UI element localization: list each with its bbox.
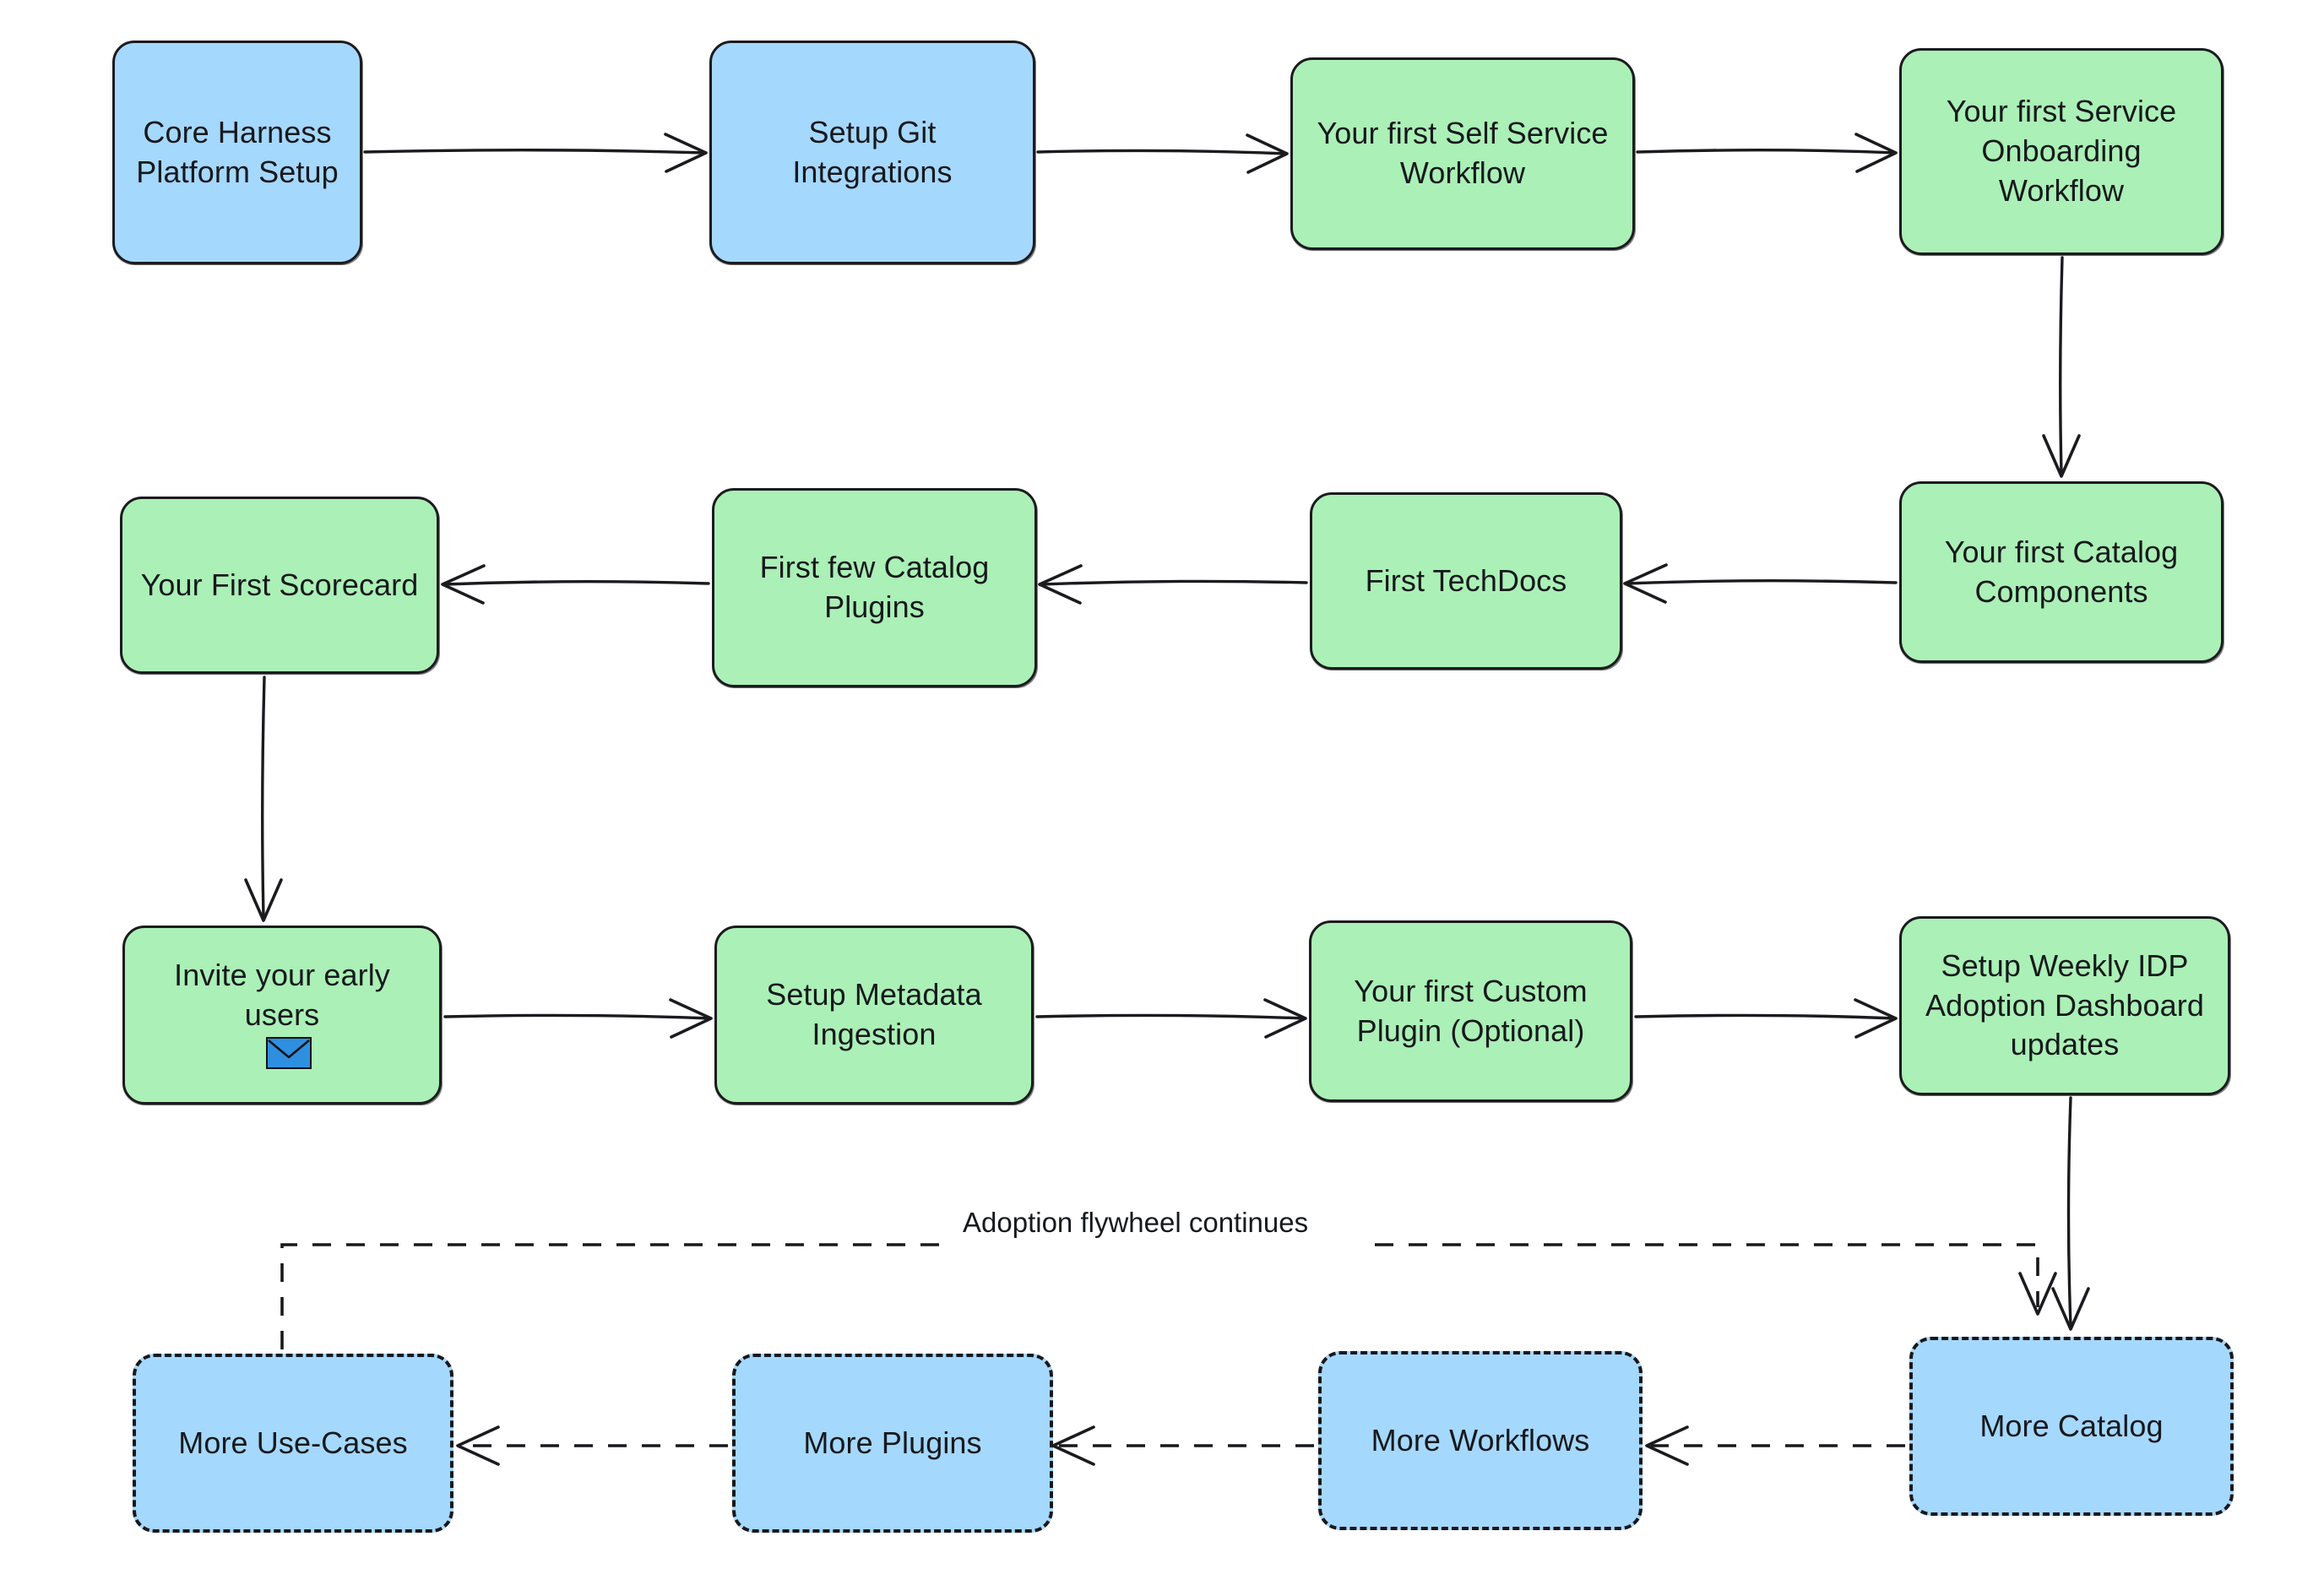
node-label: More Use-Cases — [178, 1425, 408, 1460]
edge-more-workflows-to-more-plugins — [1051, 1425, 1314, 1466]
node-your-first-catalog-components[interactable]: Your first Catalog Components — [1899, 481, 2224, 663]
node-first-few-catalog-plugins[interactable]: First few Catalog Plugins — [712, 488, 1037, 687]
node-your-first-custom-plugin[interactable]: Your first Custom Plugin (Optional) — [1309, 920, 1632, 1102]
edge-more-plugins-to-more-use-cases — [456, 1425, 728, 1466]
node-label: More Plugins — [803, 1425, 982, 1460]
edge-label-text: Adoption flywheel continues — [963, 1207, 1309, 1238]
node-setup-metadata-ingestion[interactable]: Setup Metadata Ingestion — [714, 926, 1034, 1105]
edge-catalog-plugins-to-first-scorecard — [441, 564, 710, 605]
edge-label-adoption-flywheel-continues: Adoption flywheel continues — [954, 1207, 1317, 1239]
node-label: Setup Metadata Ingestion — [766, 977, 982, 1051]
edge-more-catalog-to-more-workflows — [1645, 1425, 1905, 1466]
edge-service-onboarding-to-catalog-components — [2042, 256, 2081, 478]
edge-self-service-to-service-onboarding — [1636, 133, 1898, 173]
node-invite-your-early-users[interactable]: Invite your early users — [122, 926, 442, 1105]
edge-metadata-ingestion-to-custom-plugin — [1035, 998, 1307, 1039]
node-setup-git-integrations[interactable]: Setup Git Integrations — [709, 41, 1035, 264]
edge-core-harness-to-setup-git — [363, 133, 708, 173]
node-more-plugins[interactable]: More Plugins — [732, 1354, 1053, 1533]
node-your-first-scorecard[interactable]: Your First Scorecard — [120, 497, 439, 674]
node-label: More Workflows — [1371, 1422, 1590, 1458]
node-label: First few Catalog Plugins — [759, 550, 990, 624]
node-label: First TechDocs — [1365, 562, 1567, 598]
node-more-catalog[interactable]: More Catalog — [1909, 1337, 2234, 1516]
node-first-techdocs[interactable]: First TechDocs — [1310, 492, 1622, 670]
node-label: More Catalog — [1979, 1408, 2164, 1443]
node-label: Setup Weekly IDP Adoption Dashboard upda… — [1925, 947, 2205, 1062]
node-label: Your first Self Service Workflow — [1317, 116, 1609, 190]
node-setup-weekly-idp-adoption-dashboard-updates[interactable]: Setup Weekly IDP Adoption Dashboard upda… — [1899, 916, 2230, 1095]
node-label: Setup Git Integrations — [792, 114, 953, 189]
node-label: Invite your early users — [174, 957, 390, 1032]
edge-invite-users-to-metadata-ingestion — [443, 998, 713, 1039]
node-label: Core Harness Platform Setup — [136, 114, 339, 189]
node-label: Your first Catalog Components — [1944, 534, 2179, 609]
edge-catalog-components-to-first-techdocs — [1623, 563, 1898, 604]
edge-first-scorecard-to-invite-early-users — [244, 676, 283, 922]
node-your-first-self-service-workflow[interactable]: Your first Self Service Workflow — [1290, 57, 1635, 250]
edge-flywheel-loop — [280, 1243, 2057, 1349]
node-more-use-cases[interactable]: More Use-Cases — [133, 1354, 453, 1533]
edge-custom-plugin-to-weekly-dashboard — [1634, 998, 1898, 1039]
envelope-icon — [266, 1037, 312, 1070]
node-label: Your first Custom Plugin (Optional) — [1354, 973, 1588, 1048]
node-label: Your first Service Onboarding Workflow — [1946, 94, 2177, 208]
node-core-harness-platform-setup[interactable]: Core Harness Platform Setup — [112, 41, 362, 264]
edge-weekly-dashboard-to-more-catalog — [2051, 1096, 2090, 1331]
node-more-workflows[interactable]: More Workflows — [1318, 1351, 1643, 1530]
node-label: Your First Scorecard — [140, 567, 419, 602]
edge-setup-git-to-self-service-workflow — [1036, 133, 1289, 174]
node-your-first-service-onboarding-workflow[interactable]: Your first Service Onboarding Workflow — [1899, 48, 2224, 255]
edge-first-techdocs-to-catalog-plugins — [1038, 564, 1308, 605]
